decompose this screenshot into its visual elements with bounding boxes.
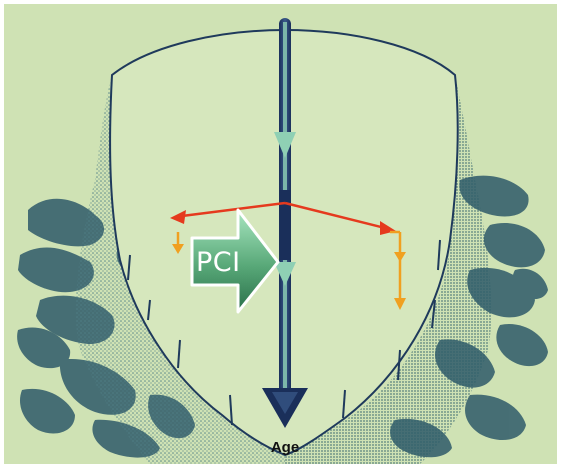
age-label: Age xyxy=(271,439,299,456)
pci-label: PCI xyxy=(196,247,241,278)
